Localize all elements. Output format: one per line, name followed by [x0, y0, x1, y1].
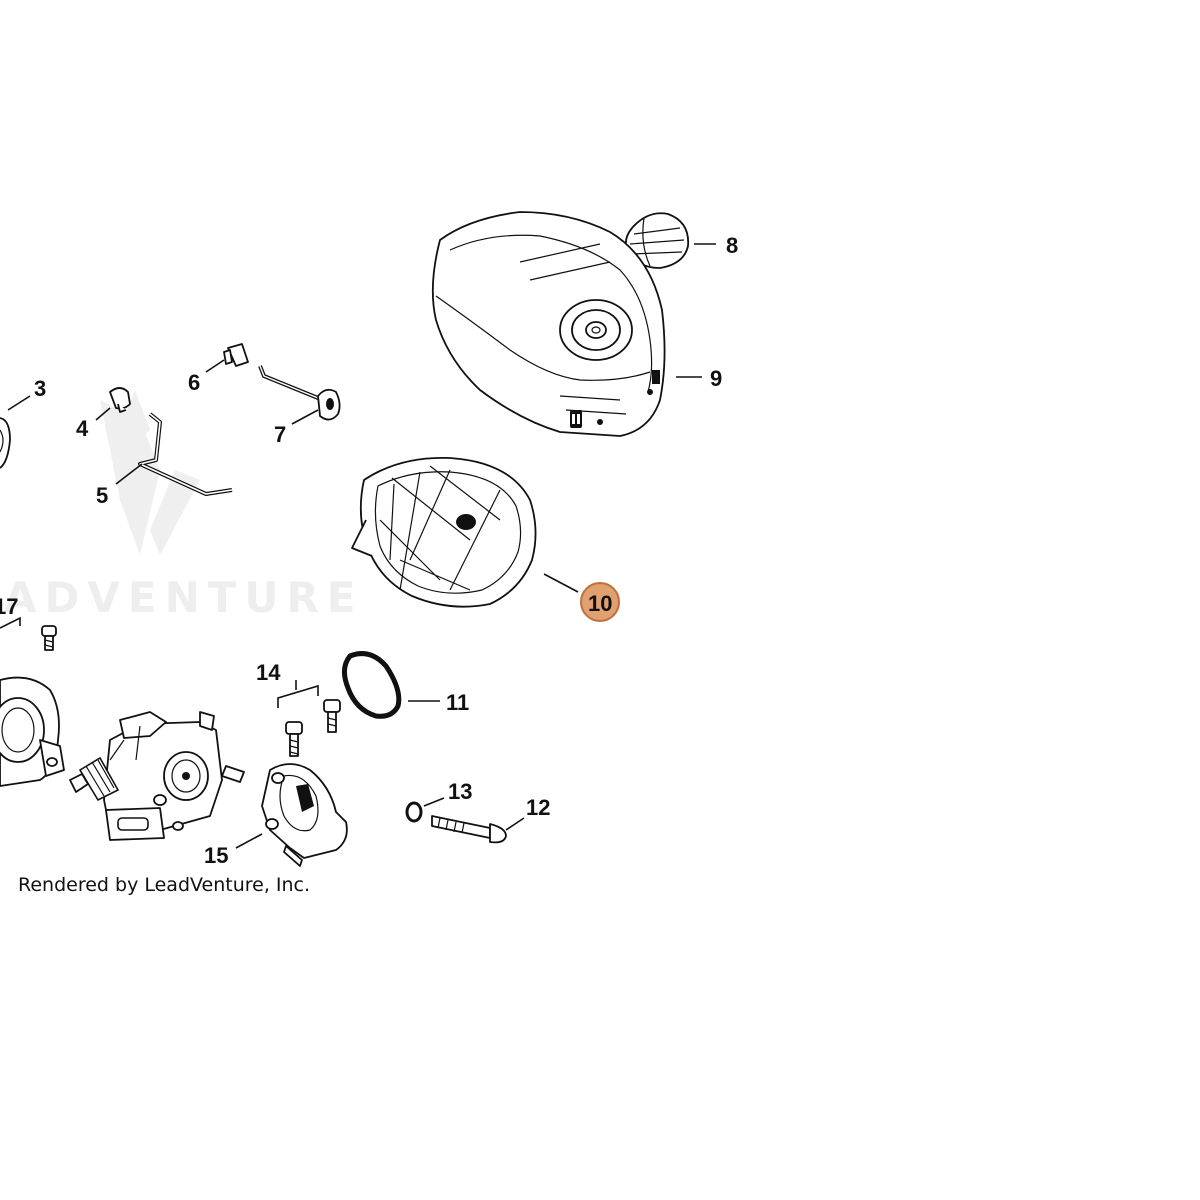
callout-4[interactable]: 4 — [76, 416, 89, 441]
callout-10-highlight — [580, 582, 620, 622]
part-9-filter-cover[interactable] — [431, 211, 666, 437]
part-3-grommet[interactable] — [0, 417, 11, 469]
leader-3 — [7, 395, 31, 411]
leader-13 — [423, 797, 445, 807]
leader-14 — [277, 680, 319, 708]
intake-manifold[interactable] — [0, 676, 65, 787]
carburetor-spring-icon — [69, 756, 120, 802]
watermark-logo-icon — [100, 390, 200, 555]
callout-13[interactable]: 13 — [448, 779, 472, 804]
callout-8[interactable]: 8 — [726, 233, 738, 258]
callout-9[interactable]: 9 — [710, 366, 722, 391]
part-14-screws[interactable] — [285, 699, 341, 757]
callout-12[interactable]: 12 — [526, 795, 550, 820]
part-5-rod[interactable] — [138, 412, 233, 496]
leader-5 — [115, 463, 143, 485]
part-10-air-filter[interactable] — [351, 456, 537, 608]
part-4-plug[interactable] — [109, 387, 131, 413]
callout-6[interactable]: 6 — [188, 370, 200, 395]
leader-lines — [0, 243, 716, 849]
carburetor[interactable] — [69, 711, 245, 841]
part-12-bolt[interactable] — [431, 815, 507, 844]
part-13-washer[interactable] — [405, 801, 423, 823]
watermark: ADVENTURE — [4, 390, 364, 622]
part-11-gasket[interactable] — [342, 651, 402, 719]
leader-4 — [95, 407, 111, 421]
callout-7[interactable]: 7 — [274, 422, 286, 447]
callout-3[interactable]: 3 — [34, 376, 46, 401]
callout-14[interactable]: 14 — [256, 660, 281, 685]
watermark-text: ADVENTURE — [4, 573, 364, 622]
part-6-clip[interactable] — [223, 343, 249, 367]
leader-7 — [291, 409, 319, 425]
leader-17 — [0, 616, 21, 629]
callout-5[interactable]: 5 — [96, 483, 108, 508]
leader-15 — [235, 833, 263, 849]
leader-12 — [505, 817, 525, 831]
leader-10 — [543, 573, 579, 593]
callout-17[interactable]: 17 — [0, 594, 18, 619]
callout-11[interactable]: 11 — [446, 690, 469, 715]
render-credit: Rendered by LeadVenture, Inc. — [18, 874, 310, 896]
part-15-bracket[interactable] — [261, 763, 348, 867]
part-7-choke-rod[interactable] — [258, 365, 341, 421]
callout-labels: 3 4 5 6 7 8 9 10 11 12 13 14 15 17 — [0, 233, 738, 868]
callout-15[interactable]: 15 — [204, 843, 228, 868]
part-17-screw[interactable] — [41, 625, 57, 651]
callout-10[interactable]: 10 — [588, 591, 612, 616]
leader-6 — [205, 359, 225, 373]
